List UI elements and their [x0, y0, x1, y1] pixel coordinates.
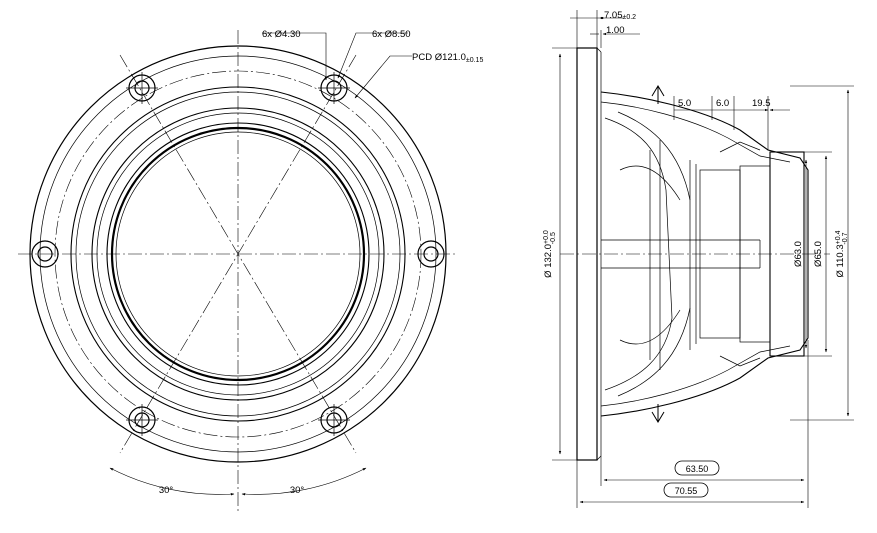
callout-large-hole: 6x Ø8.50 [372, 29, 411, 40]
leader-pcd [354, 55, 412, 99]
leader-large-hole [337, 32, 408, 79]
mounting-hole-left [31, 240, 59, 268]
surround-ring-2 [91, 107, 385, 401]
callout-small-hole: 6x Ø4.30 [262, 29, 301, 40]
dim-basket-diameter: Ø 110.3+0.4-0.7 [835, 230, 849, 277]
dim-frame-2: 6.0 [716, 98, 729, 109]
surround-ring-1 [75, 91, 401, 417]
angle-label-left: 30° [159, 485, 174, 496]
terminal-top [651, 85, 665, 104]
diagonal-centerline-b [119, 54, 357, 454]
leader-small-hole [262, 32, 328, 81]
cone-ring [115, 131, 361, 377]
dim-outer-diameter: Ø 132.0+0.0-0.5 [543, 230, 557, 278]
dim-overall-depth: 70.55 [675, 486, 698, 496]
outer-flange-edge [29, 45, 447, 463]
surround-ring-3 [96, 112, 380, 396]
dim-mounting-depth: 63.50 [686, 464, 709, 474]
cone-edge [106, 122, 370, 386]
terminal-bottom [651, 404, 665, 423]
mounting-hole-right [417, 240, 445, 268]
mounting-hole-top-left [126, 72, 158, 104]
front-view: 6x Ø4.30 6x Ø8.50 PCD Ø121.0±0.15 30° 30… [18, 29, 483, 512]
dim-magnet-63: Ø63.0 [793, 241, 804, 267]
dim-magnet-65: Ø65.0 [813, 241, 824, 267]
dim-frame-3: 19.5 [752, 98, 771, 109]
box-mounting-depth [674, 460, 720, 476]
dim-flange-thickness: 7.05±0.2 [604, 10, 636, 21]
flange-inner-edge [39, 55, 437, 453]
cone-inner-edge [110, 126, 366, 382]
dim-gasket: 1.00 [606, 25, 625, 36]
mounting-hole-top-right [318, 72, 350, 104]
mounting-hole-bottom-right [318, 404, 350, 436]
angle-label-right: 30° [290, 485, 305, 496]
side-view: 7.05±0.2 1.00 5.0 6.0 19.5 Ø 132.0+0.0-0… [543, 10, 854, 508]
surround-outer [70, 86, 406, 422]
angle-arc-right [241, 467, 367, 496]
dim-frame-1: 5.0 [678, 98, 691, 109]
pcd-circle [54, 70, 422, 438]
callout-pcd: PCD Ø121.0±0.15 [412, 52, 483, 64]
angle-arc-left [109, 467, 235, 496]
mounting-hole-bottom-left [126, 404, 158, 436]
box-overall-depth [663, 482, 709, 498]
